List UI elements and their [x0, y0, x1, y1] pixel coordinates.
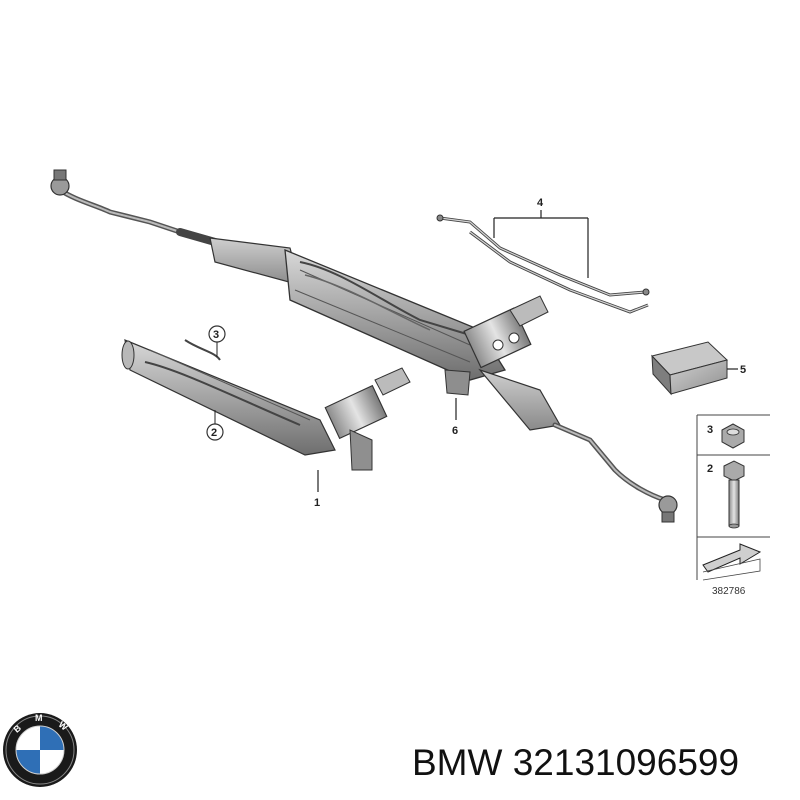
kit-label-2: 2 — [707, 463, 713, 475]
mount-bracket — [444, 369, 471, 396]
diagram-number: 382786 — [712, 586, 746, 597]
fastener-panel: 3 2 382786 — [696, 414, 770, 597]
svg-text:3: 3 — [213, 329, 219, 341]
valve-body-large — [463, 295, 549, 369]
callout-5: 5 — [740, 364, 746, 376]
callout-2: 2 — [206, 410, 224, 441]
steering-rack-assembly-small — [121, 339, 411, 471]
seal-kit-box — [651, 341, 738, 396]
left-tie-rod — [50, 169, 219, 246]
steering-rack-assembly-large — [50, 169, 678, 523]
svg-text:B: B — [12, 722, 24, 734]
bmw-logo: B M W — [3, 713, 77, 787]
bolt-icon — [723, 460, 745, 529]
svg-text:5: 5 — [740, 364, 746, 376]
callout-4: 4 — [537, 197, 544, 209]
svg-text:1: 1 — [314, 497, 320, 509]
svg-text:2: 2 — [211, 427, 217, 439]
nut-icon — [721, 423, 745, 449]
hydraulic-line-set — [436, 210, 650, 314]
svg-text:4: 4 — [537, 197, 544, 209]
rack-housing-small — [124, 339, 336, 456]
right-boot — [478, 368, 561, 431]
kit-label-3: 3 — [707, 424, 713, 436]
brand-name: BMW — [412, 742, 503, 783]
svg-text:6: 6 — [452, 425, 458, 437]
svg-text:M: M — [35, 713, 43, 723]
valve-body-small — [324, 367, 411, 471]
rack-housing — [284, 248, 507, 381]
right-tie-rod — [552, 422, 678, 523]
direction-arrow-icon — [702, 543, 762, 581]
brand-part-number: BMW 32131096599 — [412, 735, 739, 791]
part-number: 32131096599 — [512, 742, 740, 783]
callout-6: 6 — [452, 398, 458, 437]
callout-1: 1 — [314, 470, 320, 509]
callout-3: 3 — [208, 325, 226, 357]
